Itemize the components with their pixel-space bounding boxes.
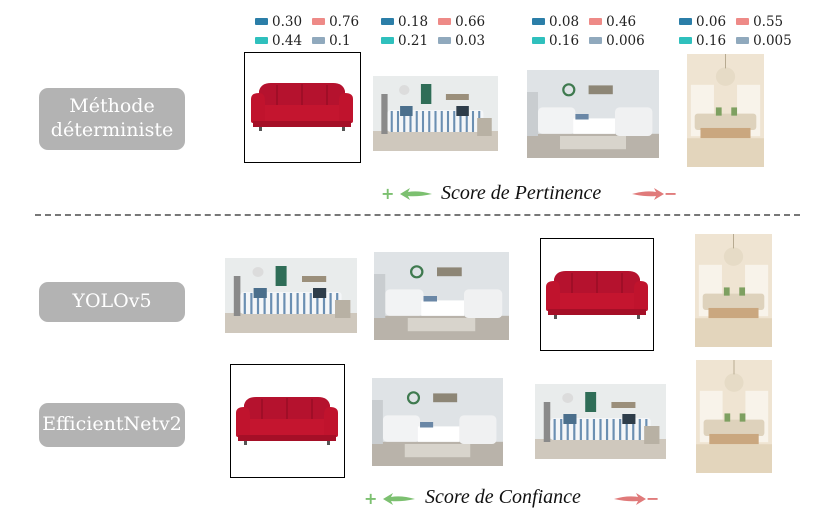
row-label-efficientnet-text: EfficientNetv2 — [42, 413, 182, 436]
row-label-efficientnet: EfficientNetv2 — [39, 403, 185, 447]
legend-swatch — [532, 37, 545, 44]
red-sofa-image — [542, 265, 652, 325]
legend-value: 0.16 — [549, 32, 580, 49]
white-sofa-room-image — [372, 378, 503, 466]
legend-1: 0.30 0.76 0.44 0.1 — [255, 12, 369, 50]
arrow-right-icon — [614, 493, 646, 505]
bright-living-room-image — [695, 234, 772, 347]
legend-value: 0.03 — [455, 32, 486, 49]
legend-value: 0.08 — [549, 13, 580, 30]
legend-value: 0.06 — [696, 13, 727, 30]
minus-sign: − — [664, 184, 678, 203]
legend-swatch — [532, 18, 545, 25]
striped-sofa-room-image — [373, 76, 498, 151]
arrow-right-icon — [632, 188, 664, 200]
arrow-left-icon — [383, 493, 415, 505]
striped-sofa-room-image — [535, 384, 666, 459]
legend-swatch — [589, 37, 603, 44]
legend-swatch — [589, 18, 603, 25]
legend-value: 0.44 — [272, 32, 303, 49]
plus-sign: + — [364, 489, 378, 508]
row-label-deterministic: Méthode déterministe — [39, 88, 185, 150]
legend-value: 0.1 — [329, 32, 351, 49]
white-sofa-room-image — [374, 252, 509, 340]
legend-swatch — [438, 18, 452, 25]
legend-4: 0.06 0.55 0.16 0.005 — [679, 12, 802, 50]
section-divider — [35, 214, 800, 216]
score-pertinence-label: Score de Pertinence — [441, 182, 602, 204]
selected-image-frame — [540, 238, 654, 351]
score-confiance-label: Score de Confiance — [425, 486, 581, 508]
legend-swatch — [381, 37, 394, 44]
legend-value: 0.005 — [753, 32, 792, 49]
legend-value: 0.55 — [753, 13, 784, 30]
legend-value: 0.46 — [606, 13, 637, 30]
legend-value: 0.21 — [398, 32, 429, 49]
selected-image-frame — [230, 364, 345, 478]
legend-swatch — [255, 37, 268, 44]
minus-sign: − — [646, 489, 660, 508]
legend-swatch — [381, 18, 394, 25]
legend-swatch — [438, 37, 452, 44]
legend-swatch — [679, 37, 692, 44]
red-sofa-image — [232, 391, 342, 451]
legend-value: 0.30 — [272, 13, 303, 30]
arrow-left-icon — [400, 188, 432, 200]
row-label-yolov5-text: YOLOv5 — [72, 290, 152, 313]
white-sofa-room-image — [527, 70, 659, 158]
selected-image-frame — [244, 52, 361, 163]
legend-swatch — [312, 37, 326, 44]
bright-living-room-image — [696, 360, 772, 473]
legend-value: 0.66 — [455, 13, 486, 30]
red-sofa-image — [247, 77, 357, 137]
legend-2: 0.18 0.66 0.21 0.03 — [381, 12, 495, 50]
legend-value: 0.76 — [329, 13, 360, 30]
legend-value: 0.006 — [606, 32, 645, 49]
plus-sign: + — [381, 184, 395, 203]
row-label-yolov5: YOLOv5 — [39, 282, 185, 322]
legend-swatch — [736, 37, 750, 44]
legend-swatch — [312, 18, 326, 25]
bright-living-room-image — [687, 54, 764, 167]
legend-value: 0.16 — [696, 32, 727, 49]
row-label-deterministic-text: Méthode déterministe — [50, 95, 174, 141]
legend-swatch — [255, 18, 268, 25]
legend-swatch — [736, 18, 750, 25]
striped-sofa-room-image — [225, 258, 357, 333]
legend-3: 0.08 0.46 0.16 0.006 — [532, 12, 655, 50]
legend-swatch — [679, 18, 692, 25]
legend-value: 0.18 — [398, 13, 429, 30]
